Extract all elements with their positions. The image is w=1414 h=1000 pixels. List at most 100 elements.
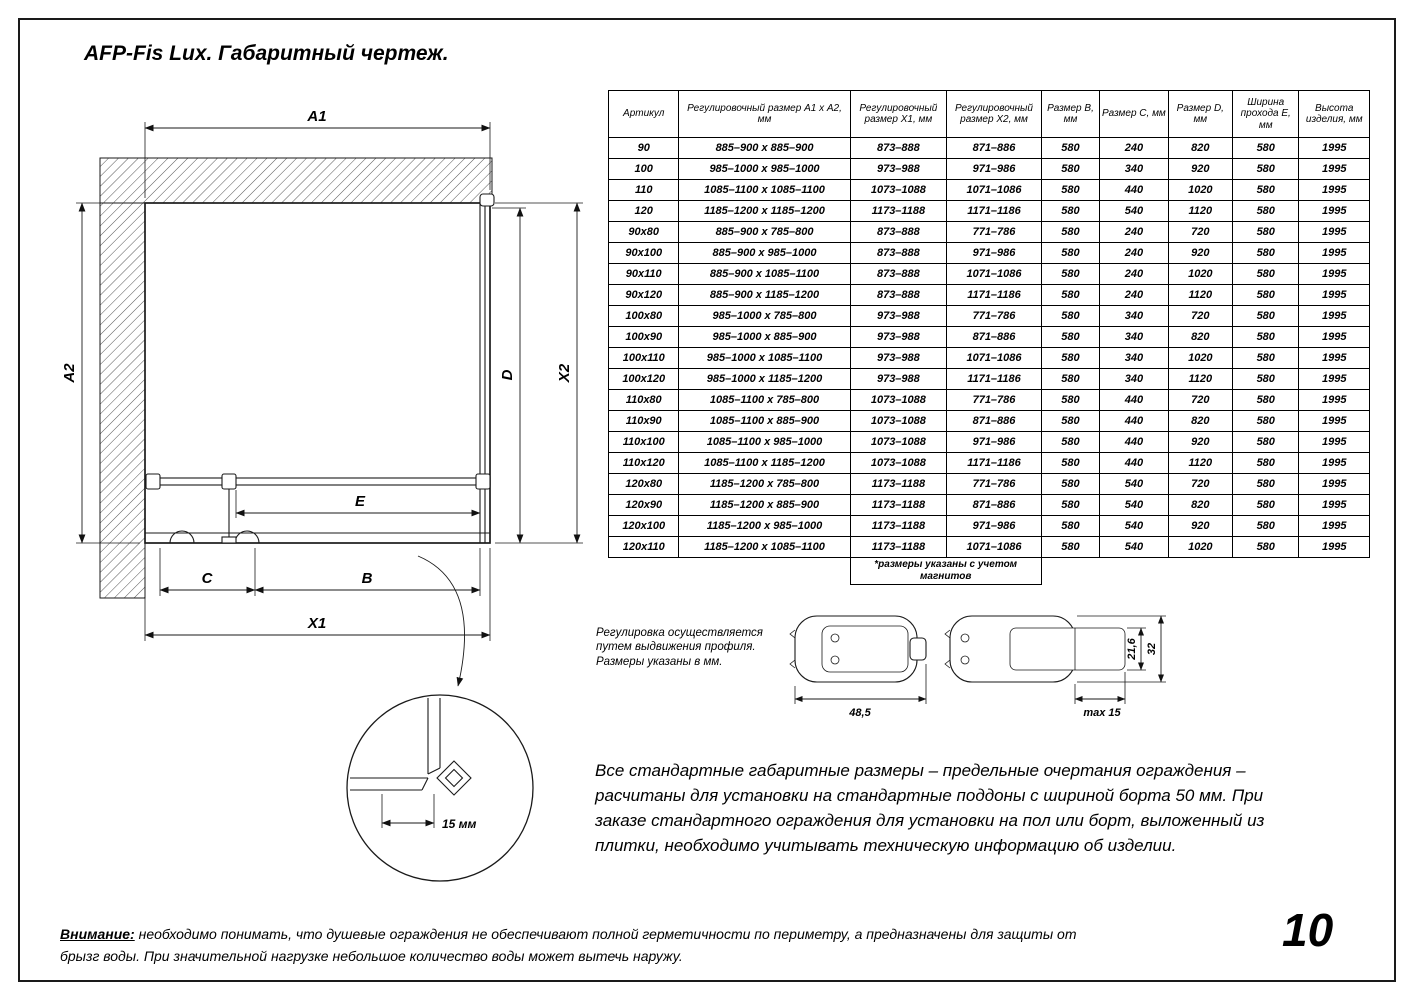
table-cell: 580 [1040, 515, 1101, 537]
dimension-a2: A2 [61, 202, 140, 544]
table-cell: 820 [1167, 494, 1234, 516]
table-cell: 973–988 [849, 305, 948, 327]
table-cell: 885–900 x 1185–1200 [678, 284, 851, 306]
dimension-x2: X2 [495, 202, 583, 544]
table-cell: 110x80 [607, 389, 680, 411]
table-cell: 771–786 [946, 389, 1042, 411]
table-cell: 580 [1040, 137, 1101, 159]
table-cell: 1185–1200 x 985–1000 [678, 515, 851, 537]
table-cell: 985–1000 x 1085–1100 [678, 347, 851, 369]
table-cell: 580 [1040, 389, 1101, 411]
table-cell: 885–900 x 985–1000 [678, 242, 851, 264]
table-cell: 1171–1186 [946, 200, 1042, 222]
dimension-e: E [235, 490, 481, 518]
table-cell: 1120 [1167, 284, 1234, 306]
table-cell: 1171–1186 [946, 368, 1042, 390]
dim-label-x1: X1 [307, 615, 326, 632]
table-cell: 120x110 [607, 536, 680, 558]
table-cell: 720 [1167, 389, 1234, 411]
table-cell: 440 [1099, 410, 1169, 432]
table-cell: 90 [607, 137, 680, 159]
table-cell: 580 [1232, 494, 1300, 516]
table-cell: 973–988 [849, 368, 948, 390]
table-cell: 540 [1099, 515, 1169, 537]
table-cell: 580 [1232, 158, 1300, 180]
table-cell: 1071–1086 [946, 347, 1042, 369]
table-cell: 1085–1100 x 785–800 [678, 389, 851, 411]
table-cell: 1071–1086 [946, 263, 1042, 285]
table-cell: 580 [1232, 137, 1300, 159]
table-cell: 580 [1232, 431, 1300, 453]
table-cell: 240 [1099, 263, 1169, 285]
table-cell: 1071–1086 [946, 179, 1042, 201]
empty-cell [1100, 558, 1168, 585]
table-cell: 580 [1040, 347, 1101, 369]
table-cell: 100x120 [607, 368, 680, 390]
table-cell: 771–786 [946, 305, 1042, 327]
dimension-x1: X1 [144, 548, 491, 641]
dimension-d: D [492, 207, 526, 544]
table-cell: 580 [1040, 242, 1101, 264]
table-cell: 1185–1200 x 1085–1100 [678, 536, 851, 558]
empty-cell [1233, 558, 1299, 585]
table-cell: 1995 [1298, 431, 1370, 453]
standard-sizes-paragraph: Все стандартные габаритные размеры – пре… [595, 761, 1265, 856]
table-cell: 1020 [1167, 179, 1234, 201]
dim-label-b: B [362, 570, 373, 587]
empty-cell [1041, 558, 1099, 585]
dim-label-d: D [499, 369, 516, 380]
table-cell: 971–986 [946, 242, 1042, 264]
table-cell: 580 [1040, 284, 1101, 306]
table-cell: 1995 [1298, 200, 1370, 222]
table-cell: 580 [1232, 326, 1300, 348]
table-cell: 885–900 x 885–900 [678, 137, 851, 159]
table-cell: 1995 [1298, 410, 1370, 432]
table-cell: 120x80 [607, 473, 680, 495]
table-cell: 1085–1100 x 885–900 [678, 410, 851, 432]
table-cell: 1073–1088 [849, 389, 948, 411]
table-cell: 120 [607, 200, 680, 222]
table-cell: 540 [1099, 536, 1169, 558]
table-cell: 1120 [1167, 368, 1234, 390]
page-number: 10 [1282, 904, 1334, 956]
table-cell: 580 [1232, 515, 1300, 537]
table-cell: 580 [1040, 158, 1101, 180]
table-cell: 873–888 [849, 284, 948, 306]
table-cell: 240 [1099, 137, 1169, 159]
table-cell: 1173–1188 [849, 494, 948, 516]
table-cell: 985–1000 x 1185–1200 [678, 368, 851, 390]
table-cell: 1995 [1298, 221, 1370, 243]
dimension-c: C [159, 548, 256, 596]
table-cell: 1185–1200 x 885–900 [678, 494, 851, 516]
table-cell: 771–786 [946, 473, 1042, 495]
table-cell: 110 [607, 179, 680, 201]
table-cell: 580 [1232, 389, 1300, 411]
table-cell: 1020 [1167, 263, 1234, 285]
warning-text: необходимо понимать, что душевые огражде… [60, 926, 1077, 964]
detail-dim-label: 15 мм [442, 817, 477, 831]
dim-label-x2: X2 [556, 363, 573, 383]
table-cell: 871–886 [946, 137, 1042, 159]
table-cell: 1185–1200 x 785–800 [678, 473, 851, 495]
empty-cell [679, 558, 850, 585]
table-cell: 1085–1100 x 1085–1100 [678, 179, 851, 201]
table-cell: 580 [1232, 284, 1300, 306]
table-cell: 440 [1099, 452, 1169, 474]
table-cell: 240 [1099, 242, 1169, 264]
page-title: AFP-Fis Lux. Габаритный чертеж. [84, 42, 449, 65]
table-cell: 580 [1232, 473, 1300, 495]
table-cell: 873–888 [849, 263, 948, 285]
table-cell: 110x90 [607, 410, 680, 432]
table-cell: 985–1000 x 985–1000 [678, 158, 851, 180]
table-cell: 1185–1200 x 1185–1200 [678, 200, 851, 222]
table-cell: 1995 [1298, 452, 1370, 474]
